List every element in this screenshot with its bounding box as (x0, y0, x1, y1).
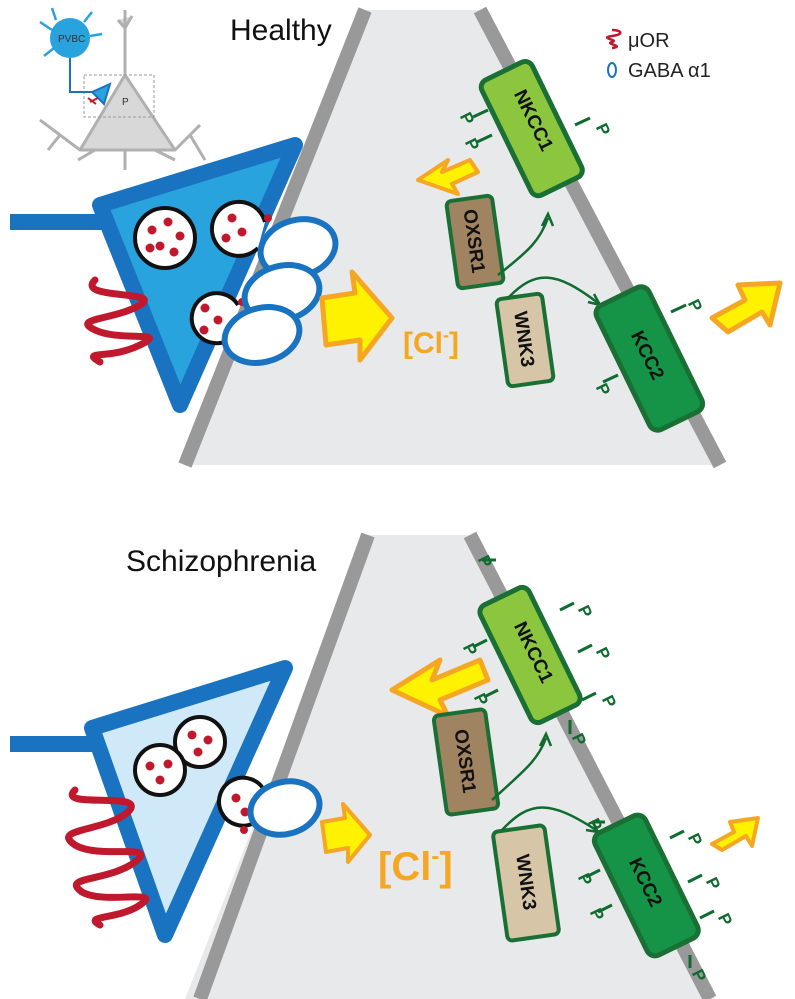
healthy-nkcc1-phospho-3: P (592, 120, 614, 139)
healthy-chloride-label: [Cl-] (403, 325, 459, 360)
schizophrenia-nkcc1-phospho-4: P (574, 602, 596, 621)
schizophrenia-vesicle-2 (135, 745, 185, 795)
schizophrenia-kcc2-efflux-arrow (712, 818, 758, 850)
healthy-vesicle-1 (135, 208, 195, 268)
schizophrenia-panel: [Cl-] NKCC1 P P P P P P P OXSR1 WNK3 (10, 535, 758, 999)
inset-schematic: P PVBC (40, 8, 205, 170)
inset-pvbc-label: PVBC (58, 34, 85, 45)
inset-pyramidal-label: P (122, 97, 129, 108)
schizophrenia-nkcc1-phospho-5: P (592, 644, 614, 663)
healthy-title: Healthy (230, 14, 332, 47)
schizophrenia-kcc2-phospho-4: P (684, 830, 706, 849)
schizophrenia-title: Schizophrenia (126, 545, 316, 578)
schizophrenia-kcc2-phospho-6: P (714, 910, 736, 929)
schizophrenia-chloride-label: [Cl-] (378, 843, 453, 889)
schizophrenia-nkcc1-phospho-6: P (598, 692, 620, 711)
healthy-kcc2-efflux-arrow (712, 283, 780, 332)
schizophrenia-kcc2-phospho-5: P (702, 874, 724, 893)
legend-muor-label: μOR (628, 30, 670, 52)
healthy-panel: [Cl-] NKCC1 P P P OXSR1 WNK3 (10, 8, 780, 465)
muor-legend-icon (607, 30, 620, 48)
inset-muor-icon (88, 98, 98, 104)
healthy-kcc2-phospho-1: P (684, 296, 706, 315)
legend-gaba-label: GABA α1 (628, 60, 711, 82)
gaba-legend-icon (608, 63, 616, 77)
inset-pvbc-terminal (92, 84, 110, 104)
inset-pvbc-axon (70, 58, 96, 92)
legend: μOR GABA α1 (607, 30, 711, 82)
